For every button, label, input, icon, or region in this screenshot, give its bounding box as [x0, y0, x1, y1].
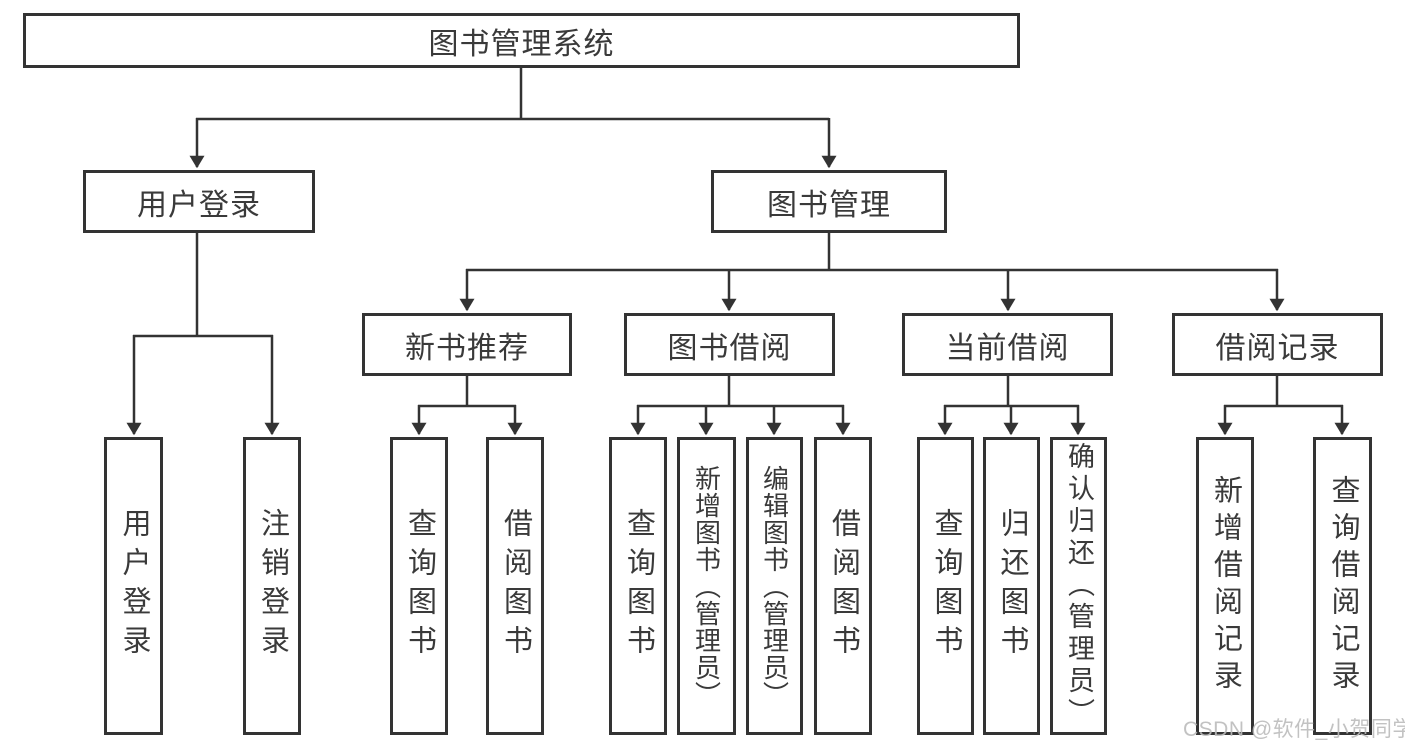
node-label: 查询图书 [930, 508, 962, 664]
node-current-borrow: 当前借阅 [902, 313, 1113, 376]
node-label: 确认归还（管理员） [1064, 442, 1094, 730]
leaf-query-borrow-record: 查询借阅记录 [1313, 437, 1372, 735]
node-book-borrow: 图书借阅 [624, 313, 835, 376]
node-user-login-module: 用户登录 [83, 170, 315, 233]
node-label: 图书管理 [767, 188, 891, 222]
leaf-query-books-recommend: 查询图书 [390, 437, 448, 735]
leaf-confirm-return-admin: 确认归还（管理员） [1050, 437, 1107, 735]
node-library-system: 图书管理系统 [23, 13, 1020, 68]
node-book-management-module: 图书管理 [711, 170, 947, 233]
node-label: 归还图书 [996, 508, 1028, 664]
node-label: 注销登录 [256, 508, 289, 664]
node-label: 新增借阅记录 [1209, 475, 1242, 697]
node-label: 查询图书 [622, 508, 655, 664]
node-label: 新增图书（管理员） [691, 464, 722, 708]
node-new-book-recommend: 新书推荐 [362, 313, 572, 376]
node-label: 查询借阅记录 [1327, 475, 1359, 697]
leaf-query-books-borrow: 查询图书 [609, 437, 667, 735]
leaf-borrow-book: 借阅图书 [814, 437, 872, 735]
leaf-add-book-admin: 新增图书（管理员） [677, 437, 736, 735]
node-label: 当前借阅 [945, 331, 1070, 365]
node-label: 编辑图书（管理员） [759, 464, 790, 708]
leaf-return-book: 归还图书 [983, 437, 1040, 735]
leaf-borrow-books-recommend: 借阅图书 [486, 437, 544, 735]
node-label: 图书管理系统 [428, 27, 615, 61]
node-borrow-records: 借阅记录 [1172, 313, 1383, 376]
node-label: 新书推荐 [405, 331, 529, 365]
leaf-query-books-current: 查询图书 [917, 437, 974, 735]
leaf-edit-book-admin: 编辑图书（管理员） [746, 437, 803, 735]
leaf-user-login: 用户登录 [104, 437, 163, 735]
node-label: 借阅图书 [499, 508, 532, 664]
node-label: 借阅图书 [827, 508, 860, 664]
node-label: 用户登录 [118, 508, 150, 664]
csdn-watermark: CSDN @软件_小贺同学 [1183, 718, 1405, 741]
node-label: 用户登录 [137, 188, 261, 222]
leaf-logout: 注销登录 [243, 437, 301, 735]
node-label: 图书借阅 [667, 331, 792, 365]
node-label: 借阅记录 [1215, 331, 1340, 365]
leaf-add-borrow-record: 新增借阅记录 [1196, 437, 1254, 735]
node-label: 查询图书 [403, 508, 436, 664]
